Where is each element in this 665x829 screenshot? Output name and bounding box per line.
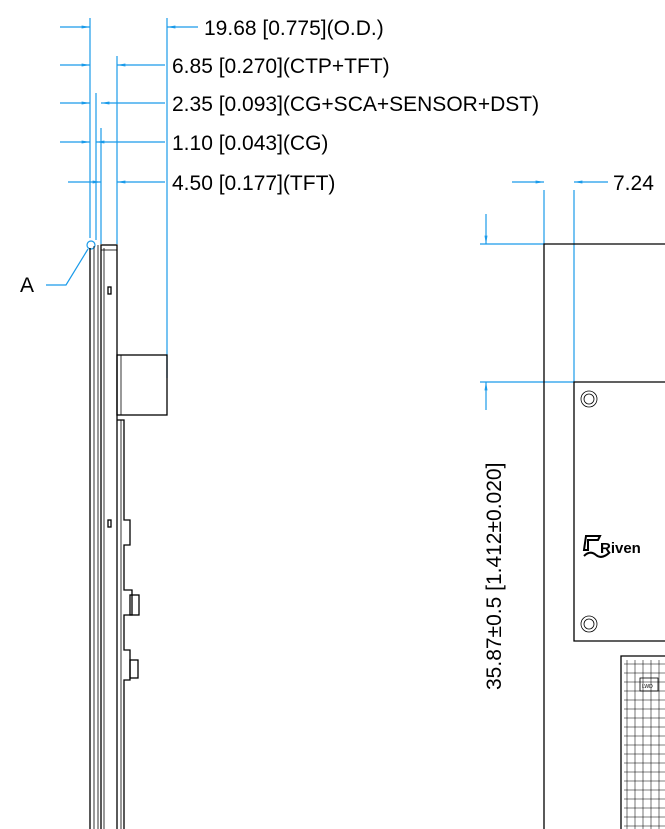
logo-text: Riven <box>600 540 641 557</box>
side-tab <box>107 286 112 295</box>
dimension-label-vertical: 35.87±0.5 [1.412±0.020] <box>483 463 506 690</box>
fpc-chip: LWD <box>639 677 659 692</box>
side-view-dimensions: 19.68 [0.775](O.D.) 6.85 [0.270](CTP+TFT… <box>20 17 539 378</box>
dimension-label-ctp-tft: 6.85 [0.270](CTP+TFT) <box>172 55 390 78</box>
mounting-hole <box>580 390 598 408</box>
cover-glass-outline <box>543 243 665 829</box>
fpc-component <box>129 659 139 679</box>
fpc-component <box>129 594 140 616</box>
side-tab <box>107 519 112 528</box>
dimension-label-cg-sca: 2.35 [0.093](CG+SCA+SENSOR+DST) <box>172 93 539 116</box>
front-view-part: Riven LWD <box>543 243 665 829</box>
dimension-label-tft: 4.50 [0.177](TFT) <box>172 172 335 195</box>
chip-label: LWD <box>642 684 653 690</box>
tft-module-body <box>100 244 118 829</box>
callout-circle <box>86 240 96 250</box>
mounting-hole <box>580 615 598 633</box>
fpc-outline <box>620 655 665 829</box>
callout-label: A <box>20 274 34 297</box>
flex-connector-block <box>116 354 168 416</box>
dimension-label-width: 7.24 <box>613 172 654 195</box>
side-view-part <box>89 244 168 829</box>
fpc-profile <box>117 419 133 829</box>
logo-mark-icon <box>582 535 611 558</box>
dimension-label-od: 19.68 [0.775](O.D.) <box>204 17 384 40</box>
brand-logo: Riven <box>582 535 641 558</box>
dimension-label-cg: 1.10 [0.043](CG) <box>172 132 328 155</box>
front-view-dimensions: 7.24 35.87±0.5 [1.412±0.020] <box>480 172 654 690</box>
active-area-outline <box>573 381 665 642</box>
callout-leader <box>46 248 89 286</box>
